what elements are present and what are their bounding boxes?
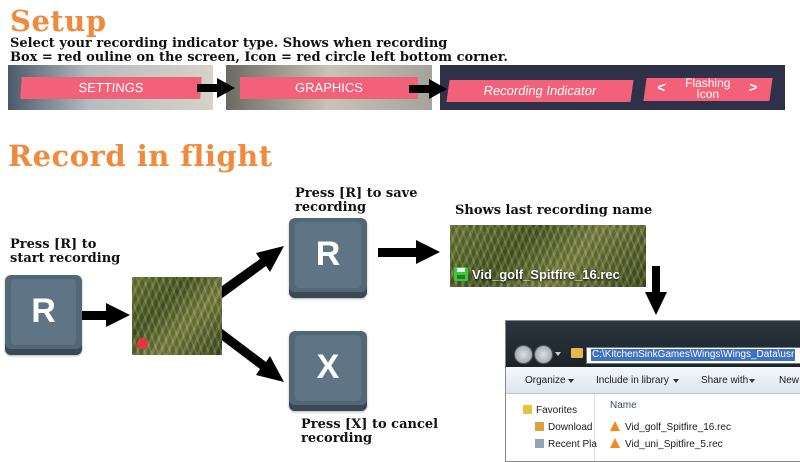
recent-dropdown-icon[interactable] [555, 352, 561, 356]
address-text: C:\KitchenSinkGames\Wings\Wings_Data\usr [591, 349, 796, 361]
arrow-down-icon [645, 266, 667, 315]
explorer-titlebar: C:\KitchenSinkGames\Wings\Wings_Data\usr [506, 321, 800, 367]
address-bar[interactable]: C:\KitchenSinkGames\Wings\Wings_Data\usr [586, 347, 800, 364]
arrow-right-icon [409, 79, 447, 99]
vlc-file-icon [610, 421, 620, 431]
forward-button-icon[interactable] [534, 345, 553, 364]
save-instruction-line2: recording [295, 200, 367, 215]
graphics-label: GRAPHICS [295, 80, 363, 95]
file-name: Vid_golf_Spitfire_16.rec [625, 422, 731, 433]
folder-icon [571, 348, 583, 358]
arrow-up-right-icon [215, 246, 284, 299]
organize-menu[interactable]: Organize [525, 375, 566, 386]
star-icon [523, 405, 532, 414]
setup-heading: Setup [10, 4, 107, 38]
chevron-down-icon [568, 379, 574, 383]
start-instruction-line1: Press [R] to [10, 237, 97, 252]
last-recording-preview: Vid_golf_Spitfire_16.rec [450, 225, 646, 287]
r-key-letter: R [315, 234, 341, 273]
recent-places-icon [535, 439, 544, 448]
file-explorer-window: C:\KitchenSinkGames\Wings\Wings_Data\usr… [505, 320, 800, 462]
include-in-library-menu[interactable]: Include in library [596, 375, 669, 386]
navigation-pane: Favorites Download Recent Pla [506, 394, 597, 461]
file-item[interactable]: Vid_uni_Spitfire_5.rec [610, 438, 723, 450]
record-indicator-icon [137, 338, 148, 349]
share-with-menu[interactable]: Share with [701, 375, 749, 386]
r-key-save: R [289, 218, 367, 298]
explorer-toolbar: Organize Include in library Share with N… [506, 367, 800, 394]
nav-item-recent-places[interactable]: Recent Pla [535, 439, 597, 450]
name-column-header[interactable]: Name [610, 400, 637, 411]
arrow-right-icon [197, 78, 235, 98]
x-key-letter: X [316, 347, 340, 386]
vlc-file-icon [610, 438, 620, 448]
back-button-icon[interactable] [514, 345, 533, 364]
file-name: Vid_uni_Spitfire_5.rec [625, 439, 723, 450]
start-instruction-line2: start recording [10, 251, 121, 266]
cancel-instruction-line2: recording [301, 431, 373, 446]
new-folder-menu[interactable]: New [779, 375, 800, 386]
graphics-button[interactable]: GRAPHICS [240, 77, 418, 99]
last-recording-name: Vid_golf_Spitfire_16.rec [472, 267, 620, 282]
save-instruction-line1: Press [R] to save [295, 186, 418, 201]
shows-last-label: Shows last recording name [455, 203, 653, 218]
nav-item-label: Download [548, 422, 593, 433]
nav-item-favorites[interactable]: Favorites [523, 405, 577, 416]
nav-item-label: Recent Pla [548, 439, 597, 450]
r-key-letter: R [31, 291, 56, 330]
recording-indicator-panel: Recording Indicator < Flashing Icon > [440, 65, 785, 110]
setup-description-line1: Select your recording indicator type. Sh… [10, 36, 448, 51]
file-item[interactable]: Vid_golf_Spitfire_16.rec [610, 421, 731, 433]
download-folder-icon [535, 422, 544, 431]
setup-description-line2: Box = red ouline on the screen, Icon = r… [10, 50, 508, 65]
nav-item-label: Favorites [536, 405, 578, 416]
chevron-down-icon [673, 379, 679, 383]
arrow-down-right-icon [215, 328, 284, 382]
recording-preview [132, 277, 222, 355]
explorer-body: Favorites Download Recent Pla Name Vid_g… [506, 394, 800, 461]
record-heading: Record in flight [8, 139, 273, 173]
x-key-cancel: X [289, 331, 367, 411]
arrow-right-icon [378, 240, 440, 264]
cancel-instruction-line1: Press [X] to cancel [301, 417, 439, 432]
save-icon [454, 267, 468, 281]
arrow-right-icon [70, 303, 130, 327]
graphics-panel: GRAPHICS [226, 65, 432, 110]
settings-panel: SETTINGS [8, 65, 213, 110]
nav-item-downloads[interactable]: Download [535, 422, 592, 433]
chevron-down-icon [749, 379, 755, 383]
r-key-start: R [5, 275, 82, 355]
